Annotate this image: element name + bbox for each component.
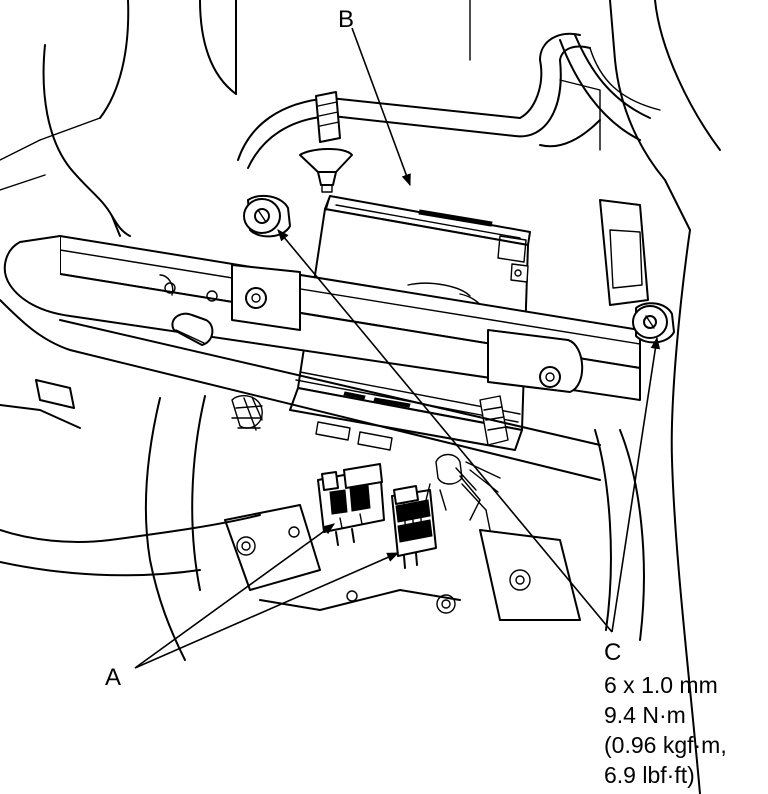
leader-a-right [134, 552, 400, 669]
bolt-right [632, 302, 675, 344]
spec-torque-kgfm: (0.96 kgf·m, [604, 732, 727, 758]
callout-b: B [338, 6, 354, 33]
leader-c-left [277, 229, 613, 633]
bolt-left [243, 194, 291, 238]
leader-c-right [611, 336, 661, 633]
pigtail-connector [425, 453, 501, 531]
spec-torque-nm: 9.4 N·m [604, 702, 686, 728]
leader-b [351, 27, 411, 187]
wire-harness [237, 32, 661, 193]
leader-lines [134, 27, 661, 669]
connector-left [317, 463, 385, 546]
callout-a: A [105, 664, 121, 691]
connector-right [391, 485, 437, 569]
mounting-bracket [3, 235, 641, 481]
spec-bolt-size: 6 x 1.0 mm [604, 672, 718, 698]
leader-a-left [134, 523, 335, 669]
callout-c: C [604, 639, 621, 666]
body-panels [0, 0, 721, 794]
spec-torque-lbfft: 6.9 lbf·ft) [604, 762, 695, 788]
